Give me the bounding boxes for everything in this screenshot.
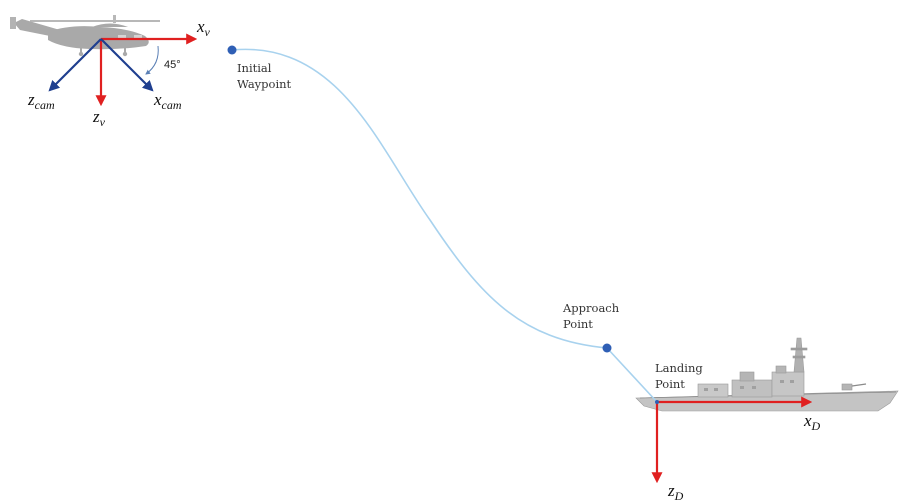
angle-label: 45° <box>164 59 181 71</box>
x-cam-axis <box>100 38 154 92</box>
x-d-label: xD <box>803 411 821 433</box>
approach-point-label: Approach Point <box>562 301 623 331</box>
angle-arc <box>145 45 159 75</box>
z-cam-axis <box>48 38 102 92</box>
x-v-label: xv <box>196 17 211 39</box>
initial-waypoint-label: Initial Waypoint <box>237 61 292 91</box>
z-cam-label: zcam <box>27 90 55 112</box>
landing-point-marker <box>655 400 659 404</box>
helicopter-icon <box>10 15 160 57</box>
x-cam-label: xcam <box>153 90 182 112</box>
approach-point-marker <box>602 343 612 353</box>
initial-waypoint-marker <box>227 45 237 55</box>
z-d-label: zD <box>667 481 684 503</box>
ship-icon <box>635 337 899 412</box>
z-v-label: zv <box>92 107 106 129</box>
trajectory-curve <box>231 48 658 403</box>
landing-point-label: Landing Point <box>655 361 706 391</box>
